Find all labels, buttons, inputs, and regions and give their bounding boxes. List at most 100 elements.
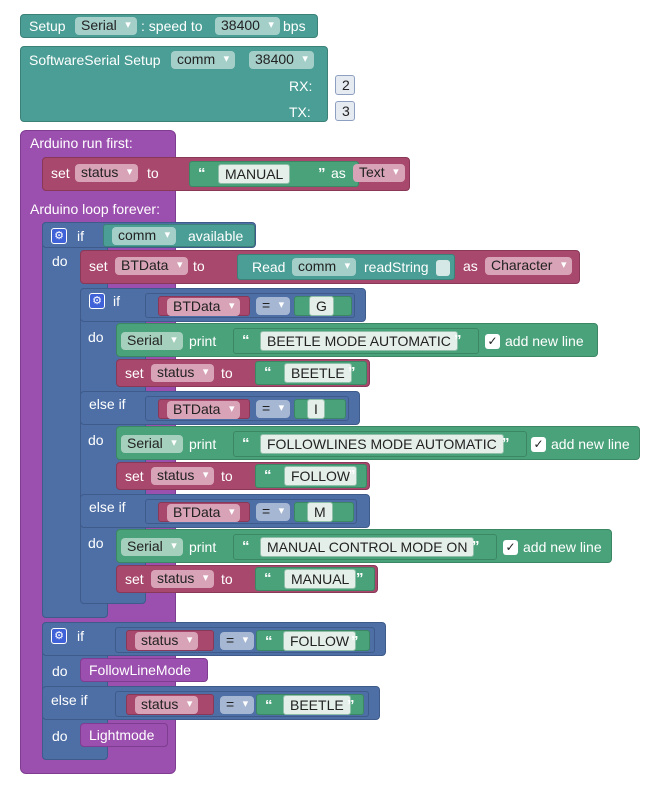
- status-text-block[interactable]: “ FOLLOW ”: [255, 464, 367, 488]
- status-dropdown[interactable]: status: [151, 364, 215, 382]
- set-status-block[interactable]: set status to “ BEETLE ”: [116, 359, 370, 387]
- equals-dropdown[interactable]: =: [220, 696, 255, 714]
- status-dropdown[interactable]: status: [135, 696, 199, 714]
- status-value-input[interactable]: FOLLOW: [284, 466, 358, 486]
- compare-block[interactable]: status = “ BEETLE ”: [115, 691, 369, 717]
- char-block[interactable]: I: [294, 399, 346, 419]
- manual-text-input[interactable]: MANUAL: [218, 164, 291, 184]
- do-label: do: [52, 253, 68, 269]
- compare-block[interactable]: BTData = I: [145, 396, 349, 421]
- elseif-1-header[interactable]: else if BTData = I: [80, 391, 360, 425]
- mode-if-header[interactable]: ⚙ if status = “ FOLLOW ”: [42, 622, 386, 656]
- serial-port-dropdown[interactable]: Serial: [75, 17, 137, 35]
- gear-icon[interactable]: ⚙: [51, 628, 67, 644]
- btdata-getter[interactable]: BTData: [158, 502, 250, 522]
- close-quote: ”: [348, 467, 356, 484]
- equals-dropdown[interactable]: =: [256, 297, 291, 315]
- char-input[interactable]: G: [309, 296, 334, 316]
- serial-available-block[interactable]: comm available: [103, 224, 255, 247]
- elseif-2-header[interactable]: else if BTData = M: [80, 494, 370, 528]
- equals-dropdown[interactable]: =: [256, 400, 291, 418]
- print-port-dropdown[interactable]: Serial: [121, 435, 183, 453]
- beetle-text-block[interactable]: “ BEETLE ”: [256, 694, 364, 715]
- message-input[interactable]: BEETLE MODE AUTOMATIC: [260, 331, 458, 351]
- status-dropdown[interactable]: status: [135, 632, 199, 650]
- text-value-block[interactable]: “ MANUAL ”: [189, 161, 359, 187]
- newline-checkbox[interactable]: ✓: [503, 540, 518, 555]
- compare-block[interactable]: BTData = M: [145, 499, 357, 524]
- message-input[interactable]: MANUAL CONTROL MODE ON: [260, 537, 475, 557]
- equals-dropdown[interactable]: =: [256, 503, 291, 521]
- set-status-block[interactable]: set status to “ FOLLOW ”: [116, 462, 370, 490]
- follow-input[interactable]: FOLLOW: [283, 631, 357, 651]
- status-getter[interactable]: status: [126, 630, 214, 651]
- lightmode-call[interactable]: Lightmode: [80, 723, 168, 747]
- followlinemode-call[interactable]: FollowLineMode: [80, 658, 208, 682]
- softwareserial-block[interactable]: SoftwareSerial Setup comm 38400 RX: 2 TX…: [20, 46, 355, 122]
- as-label: as: [331, 165, 346, 181]
- softserial-speed-dropdown[interactable]: 38400: [249, 51, 314, 69]
- message-text-block[interactable]: “ FOLLOWLINES MODE AUTOMATIC ”: [233, 431, 527, 457]
- setup-label: Setup: [29, 18, 66, 34]
- outer-if-header[interactable]: ⚙ if comm available: [42, 222, 256, 248]
- rx-label: RX:: [289, 78, 313, 94]
- read-slot[interactable]: [436, 260, 450, 276]
- lightmode-label: Lightmode: [89, 727, 155, 743]
- inner-if-header[interactable]: ⚙ if BTData = G: [80, 288, 366, 322]
- rx-pin-input[interactable]: 2: [335, 75, 355, 95]
- char-block[interactable]: M: [294, 502, 354, 522]
- mode-elseif-header[interactable]: else if status = “ BEETLE ”: [42, 686, 380, 720]
- compare-block[interactable]: BTData = G: [145, 293, 355, 318]
- softwareserial-label: SoftwareSerial Setup: [29, 52, 161, 68]
- serial-speed-dropdown[interactable]: 38400: [215, 17, 280, 35]
- print-port-dropdown[interactable]: Serial: [121, 332, 183, 350]
- setup-serial-block[interactable]: Setup Serial : speed to 38400 bps: [20, 14, 318, 38]
- available-port-dropdown[interactable]: comm: [112, 227, 177, 245]
- read-port-dropdown[interactable]: comm: [292, 258, 357, 276]
- gear-icon[interactable]: ⚙: [89, 293, 105, 309]
- print-port-dropdown[interactable]: Serial: [121, 538, 183, 556]
- btdata-getter[interactable]: BTData: [158, 399, 250, 419]
- btdata-variable-dropdown[interactable]: BTData: [115, 257, 189, 275]
- btdata-getter[interactable]: BTData: [158, 296, 250, 316]
- message-input[interactable]: FOLLOWLINES MODE AUTOMATIC: [260, 434, 504, 454]
- btdata-dropdown[interactable]: BTData: [167, 401, 241, 419]
- status-value-input[interactable]: MANUAL: [284, 569, 357, 589]
- read-string-block[interactable]: Read comm readString: [237, 254, 455, 280]
- follow-text-block[interactable]: “ FOLLOW ”: [256, 630, 370, 651]
- softserial-name-dropdown[interactable]: comm: [171, 51, 236, 69]
- elseif-label: else if: [89, 499, 126, 515]
- status-dropdown[interactable]: status: [151, 467, 215, 485]
- available-label: available: [188, 228, 244, 244]
- set-status-block[interactable]: set status to “ MANUAL ”: [116, 565, 378, 593]
- set-status-manual-block[interactable]: set status to “ MANUAL ” as Text: [42, 157, 410, 191]
- compare-block[interactable]: status = “ FOLLOW ”: [115, 627, 375, 653]
- char-input[interactable]: M: [307, 502, 333, 522]
- message-text-block[interactable]: “ MANUAL CONTROL MODE ON ”: [233, 534, 497, 560]
- btdata-dropdown[interactable]: BTData: [167, 504, 241, 522]
- type-text-dropdown[interactable]: Text: [353, 164, 405, 182]
- set-label: set: [125, 468, 144, 484]
- beetle-input[interactable]: BEETLE: [283, 695, 351, 715]
- tx-pin-input[interactable]: 3: [335, 101, 355, 121]
- status-variable-dropdown[interactable]: status: [75, 164, 139, 182]
- message-text-block[interactable]: “ BEETLE MODE AUTOMATIC ”: [233, 328, 479, 354]
- status-text-block[interactable]: “ BEETLE ”: [255, 361, 367, 385]
- type-character-dropdown[interactable]: Character: [485, 257, 573, 275]
- status-value-input[interactable]: BEETLE: [284, 363, 352, 383]
- serial-print-block[interactable]: Serial print “ BEETLE MODE AUTOMATIC ” ✓…: [116, 323, 598, 357]
- status-dropdown[interactable]: status: [151, 570, 215, 588]
- set-btdata-block[interactable]: set BTData to Read comm readString as Ch…: [80, 250, 580, 284]
- newline-checkbox[interactable]: ✓: [485, 334, 500, 349]
- char-input[interactable]: I: [307, 399, 325, 419]
- newline-checkbox[interactable]: ✓: [531, 437, 546, 452]
- status-text-block[interactable]: “ MANUAL ”: [255, 567, 375, 591]
- gear-icon[interactable]: ⚙: [51, 228, 67, 244]
- newline-label: add new line: [505, 333, 584, 349]
- status-getter[interactable]: status: [126, 694, 214, 715]
- btdata-dropdown[interactable]: BTData: [167, 298, 241, 316]
- serial-print-block[interactable]: Serial print “ MANUAL CONTROL MODE ON ” …: [116, 529, 612, 563]
- serial-print-block[interactable]: Serial print “ FOLLOWLINES MODE AUTOMATI…: [116, 426, 640, 460]
- char-block[interactable]: G: [294, 296, 352, 316]
- equals-dropdown[interactable]: =: [220, 632, 255, 650]
